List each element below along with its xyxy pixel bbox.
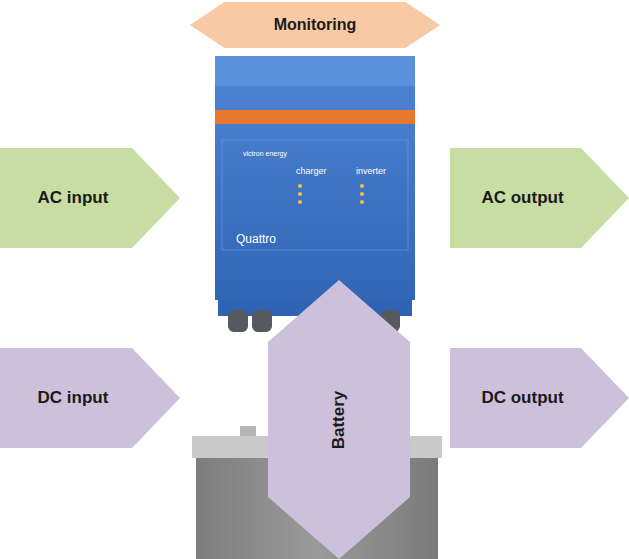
output-arrow: DC output bbox=[450, 348, 629, 448]
device-text: inverter bbox=[356, 166, 386, 176]
node-label: AC output bbox=[481, 188, 563, 208]
node-outline bbox=[190, 2, 440, 48]
node-label: AC input bbox=[38, 188, 109, 208]
monitoring-arrow: Monitoring bbox=[190, 2, 440, 48]
device-text: charger bbox=[296, 166, 327, 176]
node-outline bbox=[450, 148, 629, 248]
battery-arrow: Battery bbox=[268, 280, 410, 559]
device-text: victron energy bbox=[243, 150, 287, 157]
input-arrow: AC input bbox=[0, 148, 180, 248]
device-text: Quattro bbox=[236, 232, 276, 246]
output-arrow: AC output bbox=[450, 148, 629, 248]
node-outline bbox=[0, 348, 180, 448]
node-label: Battery bbox=[329, 390, 349, 449]
node-outline bbox=[450, 348, 629, 448]
node-outline bbox=[0, 148, 180, 248]
inverter-device bbox=[215, 56, 415, 332]
node-outline bbox=[268, 280, 410, 559]
input-arrow: DC input bbox=[0, 348, 180, 448]
node-label: DC input bbox=[38, 388, 109, 408]
node-label: DC output bbox=[481, 388, 563, 408]
node-label: Monitoring bbox=[274, 16, 357, 34]
